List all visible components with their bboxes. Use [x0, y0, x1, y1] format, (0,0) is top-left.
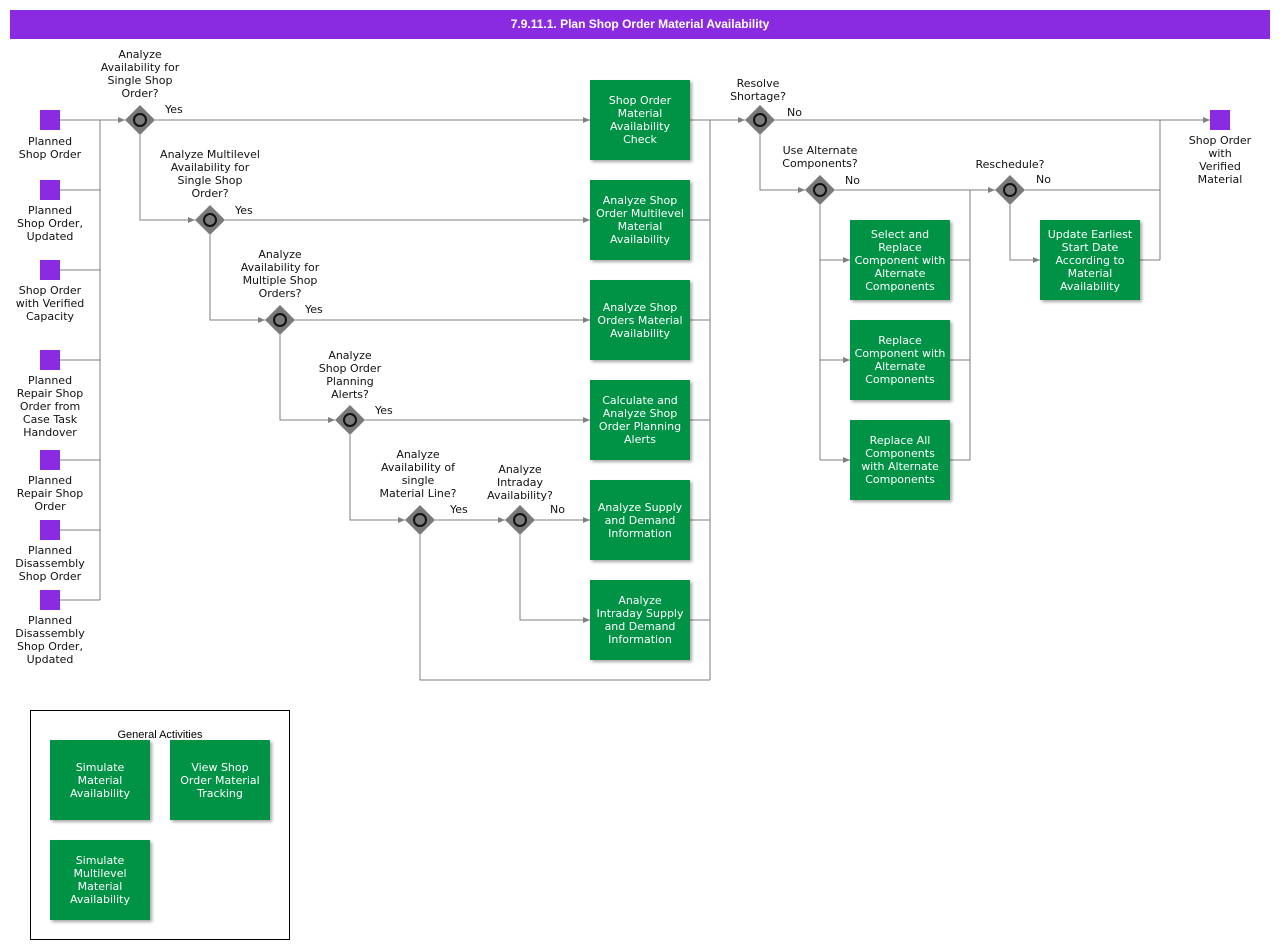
gateway-label: Analyze Shop Order Planning Alerts?	[318, 349, 382, 401]
event-label: Planned Repair Shop Order	[16, 474, 84, 513]
activity-calculate-planning-alerts[interactable]: Calculate and Analyze Shop Order Plannin…	[590, 380, 690, 460]
event-label: Shop Order with Verified Material	[1188, 134, 1252, 186]
flow-label-no: No	[1036, 173, 1051, 186]
activity-simulate-multilevel-availability[interactable]: Simulate Multilevel Material Availabilit…	[50, 840, 150, 920]
flow-line	[279, 335, 335, 423]
gateway-label: Analyze Availability for Single Shop Ord…	[100, 48, 180, 100]
activity-replace-component[interactable]: Replace Component with Alternate Compone…	[850, 320, 950, 400]
flow-line	[759, 135, 805, 193]
activity-analyze-intraday-supply-demand[interactable]: Analyze Intraday Supply and Demand Infor…	[590, 580, 690, 660]
activity-select-replace-component[interactable]: Select and Replace Component with Altern…	[850, 220, 950, 300]
start-event-planned-shop-order-updated[interactable]	[40, 180, 60, 200]
activity-simulate-material-availability[interactable]: Simulate Material Availability	[50, 740, 150, 820]
flow-line	[209, 235, 265, 323]
activity-update-earliest-start-date[interactable]: Update Earliest Start Date According to …	[1040, 220, 1140, 300]
start-event-planned-repair-case-task[interactable]	[40, 350, 60, 370]
event-label: Planned Disassembly Shop Order	[15, 544, 85, 583]
flow-label-no: No	[845, 174, 860, 187]
gateway-label: Analyze Availability of single Material …	[379, 448, 457, 500]
activity-analyze-multilevel-availability[interactable]: Analyze Shop Order Multilevel Material A…	[590, 180, 690, 260]
flow-line	[349, 435, 405, 523]
activity-analyze-supply-demand[interactable]: Analyze Supply and Demand Information	[590, 480, 690, 560]
gateway-diamond[interactable]	[995, 175, 1025, 205]
flow-label-yes: Yes	[235, 204, 253, 217]
gateway-diamond[interactable]	[195, 205, 225, 235]
event-label: Planned Disassembly Shop Order, Updated	[15, 614, 85, 666]
gateway-diamond[interactable]	[405, 505, 435, 535]
gateway-diamond[interactable]	[745, 105, 775, 135]
event-label: Shop Order with Verified Capacity	[15, 284, 85, 323]
diagram-title: 7.9.11.1. Plan Shop Order Material Avail…	[10, 10, 1270, 39]
start-event-planned-disassembly-updated[interactable]	[40, 590, 60, 610]
activity-replace-all-components[interactable]: Replace All Components with Alternate Co…	[850, 420, 950, 500]
start-event-planned-shop-order[interactable]	[40, 110, 60, 130]
flow-label-yes: Yes	[165, 103, 183, 116]
gateway-diamond[interactable]	[805, 175, 835, 205]
start-event-planned-repair[interactable]	[40, 450, 60, 470]
flow-line	[139, 135, 195, 223]
flow-label-yes: Yes	[450, 503, 468, 516]
gateway-diamond[interactable]	[125, 105, 155, 135]
flow-line	[1009, 205, 1040, 263]
start-event-planned-disassembly[interactable]	[40, 520, 60, 540]
flow-label-no: No	[550, 503, 565, 516]
gateway-label: Use Alternate Components?	[782, 144, 858, 170]
gateway-label: Resolve Shortage?	[730, 77, 786, 103]
start-event-shop-order-verified-capacity[interactable]	[40, 260, 60, 280]
event-label: Planned Repair Shop Order from Case Task…	[16, 374, 84, 439]
activity-view-shop-order-material-tracking[interactable]: View Shop Order Material Tracking	[170, 740, 270, 820]
gateway-diamond[interactable]	[335, 405, 365, 435]
flow-label-yes: Yes	[375, 404, 393, 417]
activity-analyze-shop-orders-availability[interactable]: Analyze Shop Orders Material Availabilit…	[590, 280, 690, 360]
flow-label-no: No	[787, 106, 802, 119]
event-label: Planned Shop Order, Updated	[17, 204, 83, 243]
general-activities-title: General Activities	[117, 729, 203, 741]
gateway-label: Analyze Multilevel Availability for Sing…	[160, 148, 260, 200]
flow-line	[519, 535, 590, 623]
gateway-label: Reschedule?	[975, 158, 1045, 171]
event-label: Planned Shop Order	[18, 135, 82, 161]
gateway-diamond[interactable]	[265, 305, 295, 335]
gateway-diamond[interactable]	[505, 505, 535, 535]
activity-shop-order-material-availability-check[interactable]: Shop Order Material Availability Check	[590, 80, 690, 160]
gateway-label: Analyze Intraday Availability?	[487, 463, 553, 502]
end-event-shop-order-verified-material[interactable]	[1210, 110, 1230, 130]
flow-line	[419, 535, 710, 681]
flow-label-yes: Yes	[305, 303, 323, 316]
gateway-label: Analyze Availability for Multiple Shop O…	[240, 248, 320, 300]
